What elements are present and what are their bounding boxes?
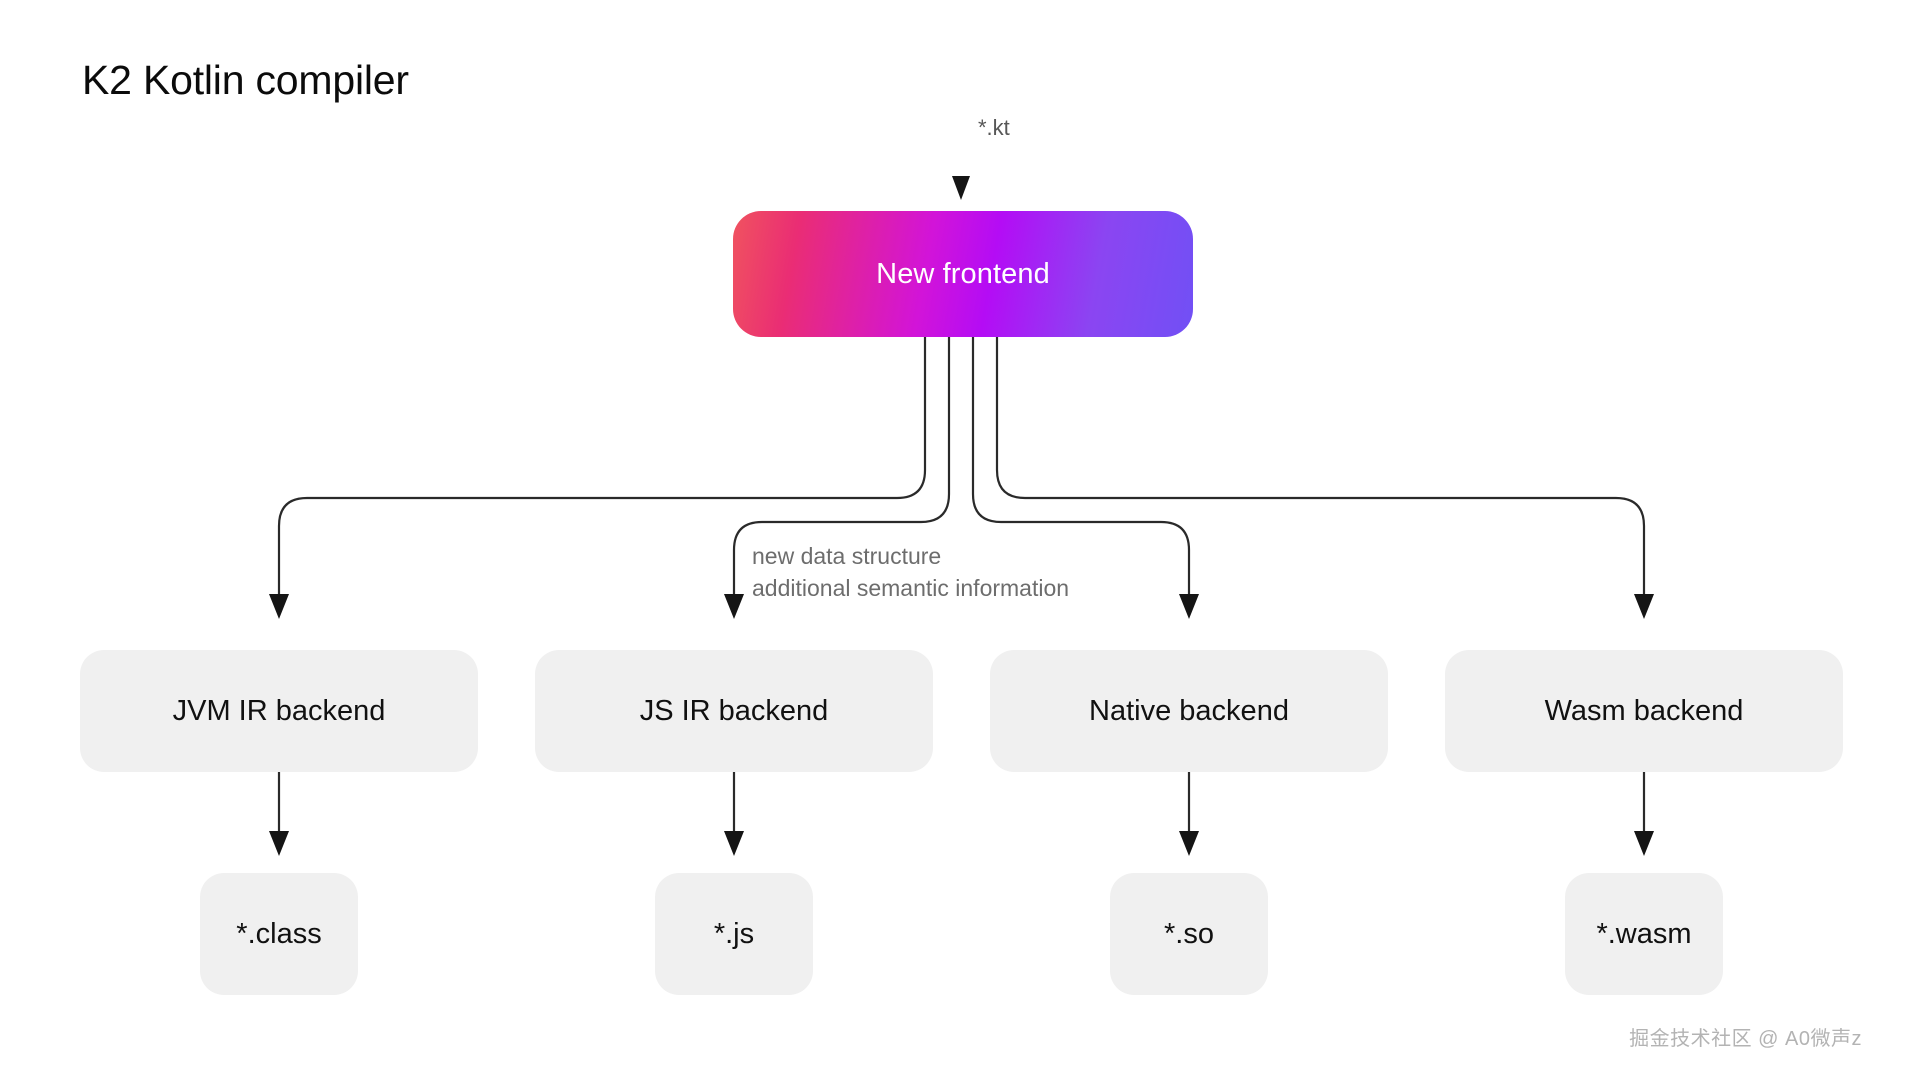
node-artifact-js-label: *.js xyxy=(713,917,755,950)
edge-wasm-to-wasm-file xyxy=(1634,772,1654,856)
edge-js-to-js-file xyxy=(724,772,744,856)
node-native-backend-label: Native backend xyxy=(1089,694,1289,727)
node-wasm-backend-label: Wasm backend xyxy=(1544,694,1744,727)
edge-kt-to-frontend xyxy=(952,68,970,200)
watermark: 掘金技术社区 @ A0微声z xyxy=(1629,1028,1862,1050)
edge-annotation: new data structure additional semantic i… xyxy=(752,540,1069,604)
node-native-backend[interactable]: Native backend xyxy=(990,650,1388,772)
node-js-ir-backend-label: JS IR backend xyxy=(639,694,829,727)
input-file-label: *.kt xyxy=(978,115,1010,140)
arrowhead-jvm xyxy=(269,594,289,619)
node-artifact-so[interactable]: *.so xyxy=(1110,873,1268,995)
page-title: K2 Kotlin compiler xyxy=(82,57,409,103)
edge-jvm-to-class xyxy=(269,772,289,856)
node-artifact-class-label: *.class xyxy=(236,917,322,950)
edge-annotation-line-2: additional semantic information xyxy=(752,575,1070,601)
node-js-ir-backend[interactable]: JS IR backend xyxy=(535,650,933,772)
node-jvm-ir-backend[interactable]: JVM IR backend xyxy=(80,650,478,772)
node-artifact-js[interactable]: *.js xyxy=(655,873,813,995)
node-wasm-backend[interactable]: Wasm backend xyxy=(1445,650,1843,772)
node-new-frontend-label: New frontend xyxy=(876,257,1050,290)
arrowhead-wasm xyxy=(1634,594,1654,619)
arrowhead-js xyxy=(724,594,744,619)
edge-annotation-line-1: new data structure xyxy=(752,543,942,569)
node-jvm-ir-backend-label: JVM IR backend xyxy=(172,694,386,727)
node-new-frontend[interactable]: New frontend xyxy=(733,211,1193,337)
node-artifact-wasm-label: *.wasm xyxy=(1596,917,1692,950)
arrowhead-native xyxy=(1179,594,1199,619)
node-artifact-wasm[interactable]: *.wasm xyxy=(1565,873,1723,995)
edge-native-to-so xyxy=(1179,772,1199,856)
node-artifact-class[interactable]: *.class xyxy=(200,873,358,995)
edge-frontend-to-wasm xyxy=(995,337,1646,600)
node-artifact-so-label: *.so xyxy=(1164,917,1214,950)
